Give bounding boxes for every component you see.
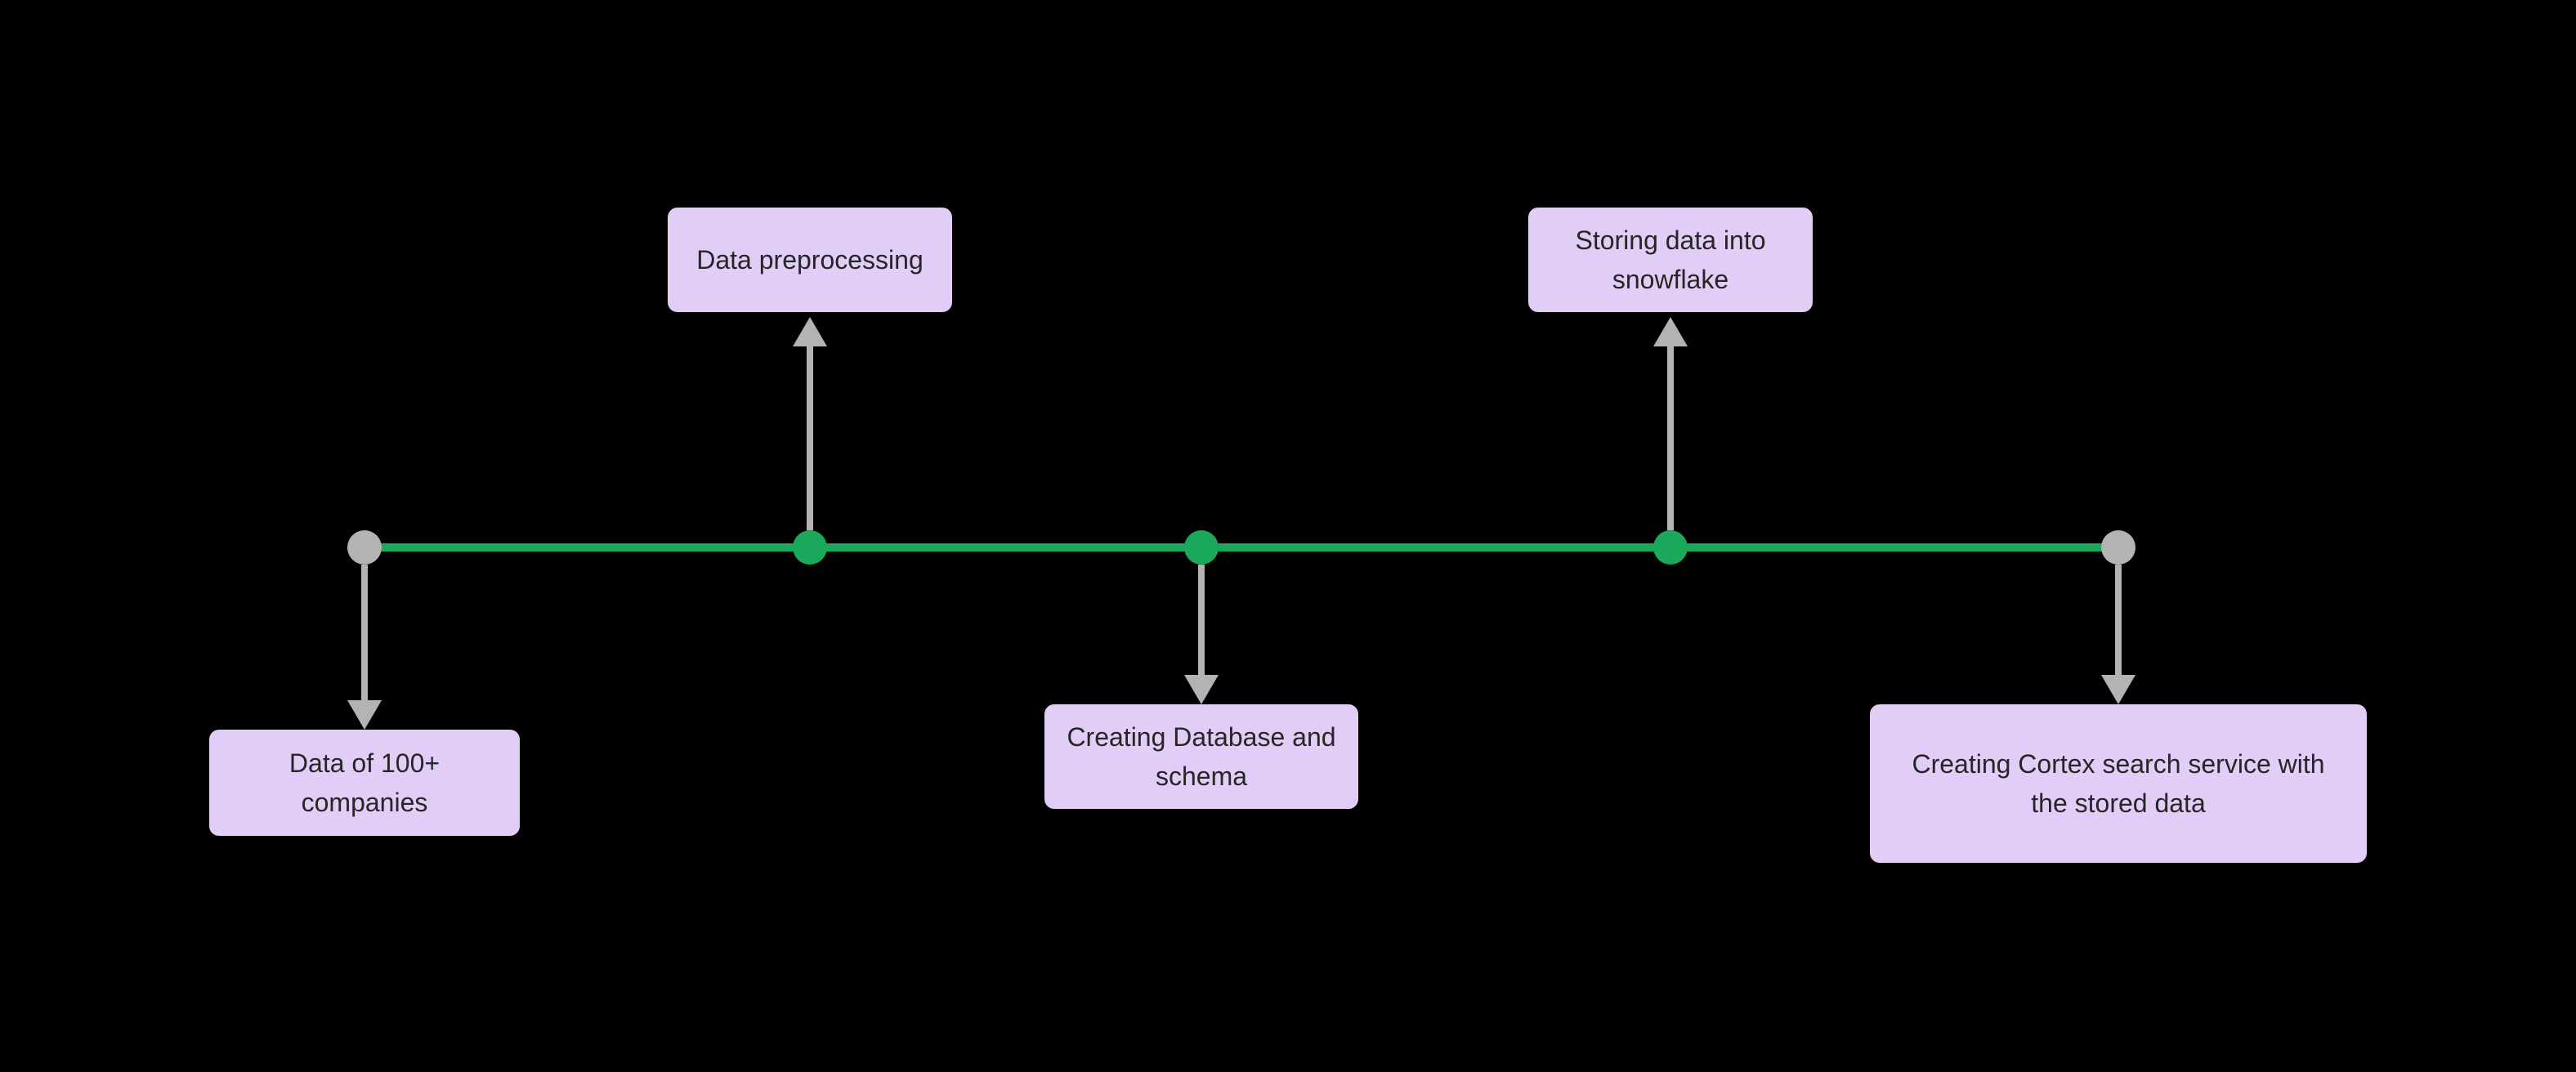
- arrow-stem-1: [361, 565, 368, 703]
- arrowhead-down-icon: [1184, 675, 1219, 704]
- event-label: Data of 100+ companies: [288, 748, 441, 817]
- timeline-node-2: [793, 530, 827, 565]
- arrowhead-down-icon: [2101, 675, 2135, 704]
- event-label: Creating Database and schema: [1067, 722, 1336, 791]
- timeline-node-4: [1653, 530, 1688, 565]
- event-box-storing-data-into-snowflake: Storing data into snowflake: [1528, 208, 1813, 312]
- event-box-data-of-100-companies: Data of 100+ companies: [209, 730, 520, 836]
- arrow-stem-4: [1667, 344, 1674, 530]
- event-box-data-preprocessing: Data preprocessing: [668, 208, 952, 312]
- event-label: Creating Cortex search service with the …: [1912, 749, 2325, 818]
- event-label: Data preprocessing: [696, 245, 924, 275]
- arrowhead-up-icon: [793, 317, 827, 346]
- arrow-stem-2: [807, 344, 813, 530]
- arrowhead-down-icon: [347, 700, 382, 730]
- timeline-line: [364, 543, 2118, 552]
- event-label: Storing data into snowflake: [1575, 226, 1766, 294]
- arrow-stem-5: [2115, 565, 2122, 677]
- timeline-node-end: [2101, 530, 2135, 565]
- arrowhead-up-icon: [1653, 317, 1688, 346]
- arrow-stem-3: [1198, 565, 1205, 677]
- timeline-node-start: [347, 530, 382, 565]
- timeline-node-3: [1184, 530, 1219, 565]
- event-box-creating-database-and-schema: Creating Database and schema: [1044, 704, 1358, 809]
- event-box-cortex-search-service: Creating Cortex search service with the …: [1870, 704, 2367, 863]
